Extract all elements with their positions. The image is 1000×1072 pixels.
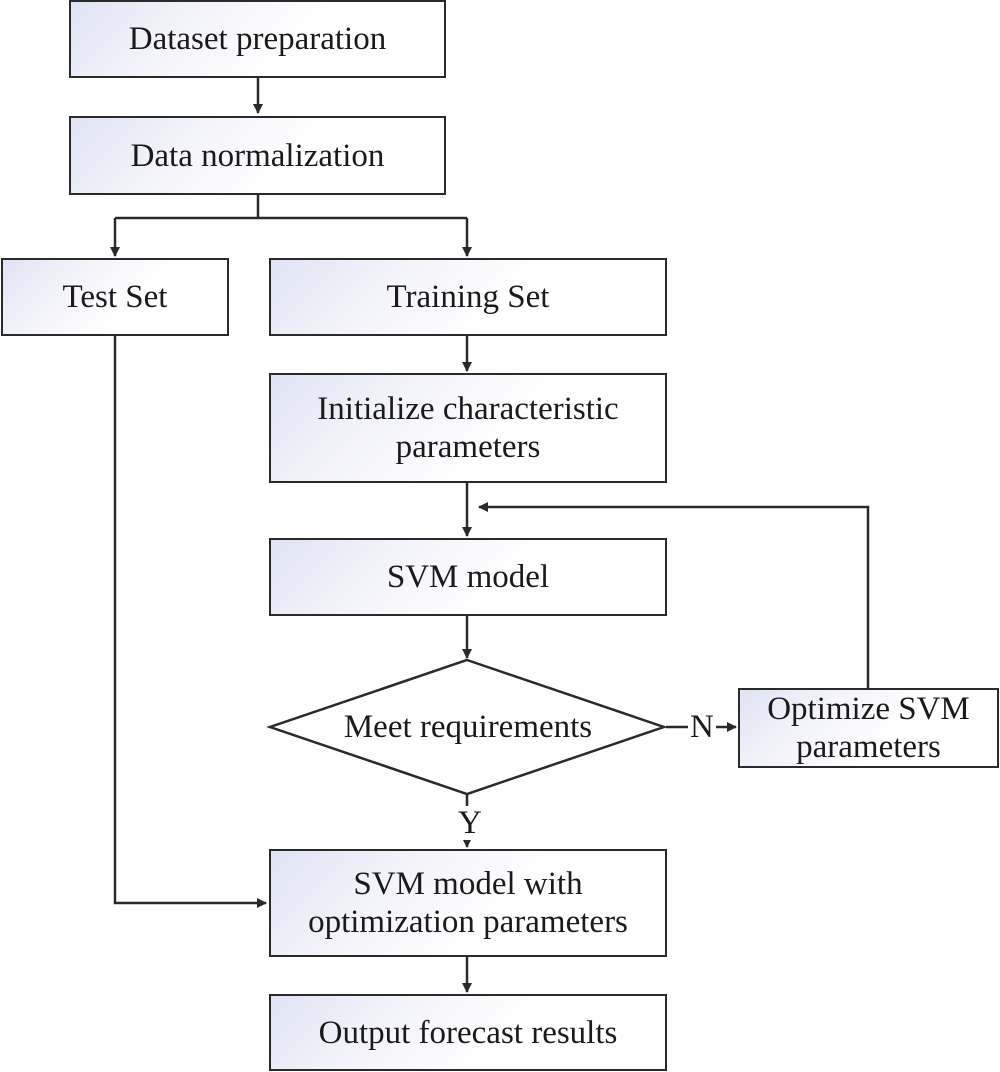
- meet-requirements-label: Meet requirements: [343, 708, 593, 745]
- no-branch-label: N: [688, 709, 716, 745]
- data-normalization-box: Data normalization: [69, 116, 446, 195]
- svm-model-optimized-line1: SVM model with: [353, 866, 583, 902]
- svm-model-optimized-box: SVM model with optimization parameters: [269, 849, 667, 957]
- output-results-label: Output forecast results: [318, 1014, 618, 1051]
- data-normalization-label: Data normalization: [130, 137, 385, 174]
- dataset-preparation-label: Dataset preparation: [128, 21, 387, 57]
- optimize-svm-line1: Optimize SVM: [767, 691, 970, 727]
- initialize-parameters-line2: parameters: [395, 429, 541, 465]
- connector-test-to-optimized-svm: [113, 336, 267, 908]
- test-set-box: Test Set: [1, 258, 229, 336]
- test-set-label: Test Set: [62, 279, 168, 315]
- optimize-svm-line2: parameters: [796, 729, 941, 765]
- svm-model-optimized-line2: optimization parameters: [308, 904, 628, 940]
- initialize-parameters-line1: Initialize characteristic: [317, 391, 619, 427]
- dataset-preparation-box: Dataset preparation: [69, 0, 446, 78]
- connector-feedback-loop: [478, 502, 870, 688]
- svm-model-label: SVM model: [386, 559, 550, 595]
- initialize-parameters-box: Initialize characteristic parameters: [269, 373, 667, 483]
- decision-diamond: [266, 658, 668, 796]
- training-set-box: Training Set: [269, 258, 667, 336]
- optimize-svm-box: Optimize SVM parameters: [738, 688, 999, 768]
- output-results-box: Output forecast results: [269, 994, 667, 1071]
- svm-model-box: SVM model: [269, 538, 667, 616]
- training-set-label: Training Set: [386, 279, 550, 315]
- yes-branch-label: Y: [456, 805, 484, 841]
